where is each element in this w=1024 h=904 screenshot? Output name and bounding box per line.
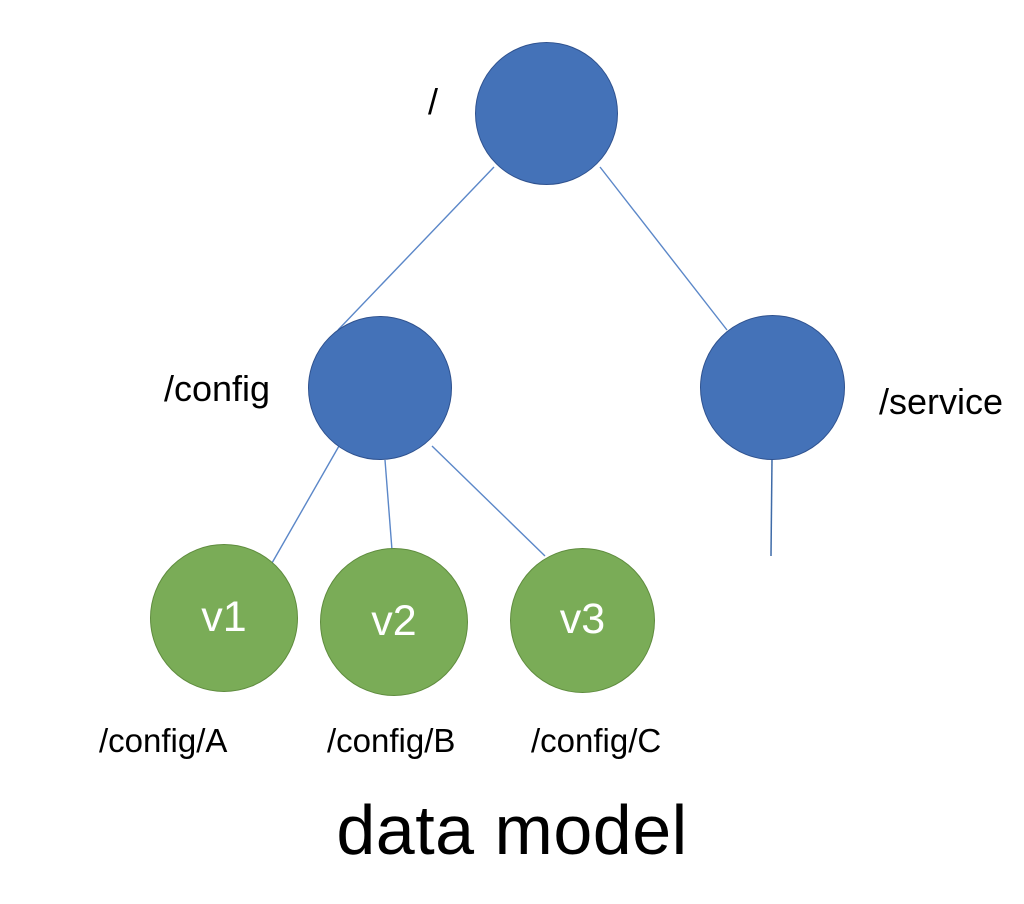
node-v3[interactable]: v3 [510, 548, 655, 693]
label-root: / [428, 81, 439, 122]
label-config-b: /config/B [327, 722, 456, 759]
edge-root-service [599, 166, 728, 331]
diagram-title: data model [336, 791, 688, 869]
edge-root-config [337, 166, 495, 331]
label-service: /service [879, 381, 1004, 422]
label-config-a: /config/A [99, 722, 228, 759]
node-v1[interactable]: v1 [150, 544, 298, 692]
node-v2-inner-label: v2 [371, 596, 417, 645]
node-v3-inner-label: v3 [559, 595, 606, 643]
label-config-c: /config/C [531, 722, 662, 759]
edge-config-v2 [384, 459, 393, 551]
label-config: /config [164, 368, 271, 409]
edge-config-v3 [431, 445, 546, 557]
edge-service-dangling [770, 458, 773, 557]
node-v2[interactable]: v2 [320, 548, 468, 696]
node-v1-inner-label: v1 [201, 592, 247, 641]
edge-config-v1 [271, 445, 340, 564]
node-root[interactable] [475, 42, 618, 185]
node-service[interactable] [700, 315, 845, 460]
node-config[interactable] [308, 316, 452, 460]
